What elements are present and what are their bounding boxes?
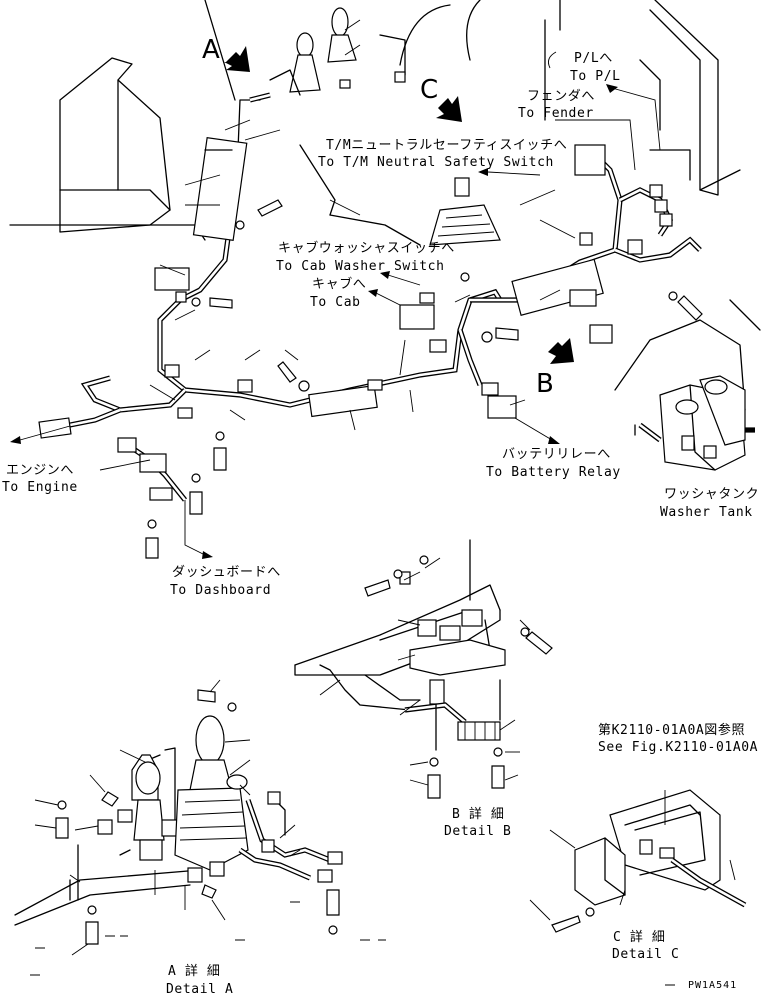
direction-arrows: [10, 51, 661, 559]
label-washer-tank-en: Washer Tank: [660, 505, 753, 520]
view-arrows: [224, 46, 574, 364]
label-pl-en: To P/L: [570, 69, 621, 84]
control-levers-top: [237, 7, 406, 151]
figure-code: PW1A541: [688, 980, 737, 991]
label-washer-tank-ja: ワッシャタンク: [664, 487, 759, 502]
shift-lever-boot: [429, 177, 501, 246]
label-detail-b-ja: B 詳 細: [452, 806, 504, 822]
view-a-label: A: [202, 35, 220, 65]
label-washer-switch-ja: キャブウォッシャスイッチへ: [278, 240, 455, 256]
detail-b-drawing: [294, 539, 553, 799]
label-fender-en: To Fender: [518, 106, 594, 121]
view-b-label: B: [536, 369, 554, 399]
detail-a-drawing: [14, 679, 675, 986]
bolts-main: [145, 199, 703, 559]
label-detail-c-ja: C 詳 細: [613, 929, 665, 945]
label-washer-switch-en: To Cab Washer Switch: [276, 259, 445, 274]
label-reference-en: See Fig.K2110-01A0A: [598, 740, 758, 755]
label-dashboard-ja: ダッシュボードへ: [172, 565, 281, 580]
label-cab-ja: キャブへ: [312, 276, 366, 292]
main-harness: [69, 92, 702, 502]
label-battery-ja: バッテリリレーへ: [502, 447, 611, 462]
label-detail-c-en: Detail C: [612, 947, 679, 962]
view-c-label: C: [420, 75, 438, 105]
label-detail-a-en: Detail A: [166, 982, 233, 995]
label-reference-ja: 第K2110-01A0A図参照: [598, 722, 745, 738]
label-tm-ja: T/Mニュートラルセーフティスイッチへ: [326, 138, 567, 153]
washer-tank: [614, 319, 755, 471]
label-engine-en: To Engine: [2, 480, 78, 495]
label-fender-ja: フェンダへ: [527, 89, 595, 104]
cab-outline: [9, 0, 761, 331]
label-battery-en: To Battery Relay: [486, 465, 621, 480]
leader-lines-main: [99, 19, 576, 471]
label-pl-ja: P/Lへ: [574, 51, 613, 66]
label-engine-ja: エンジンへ: [6, 463, 74, 478]
label-detail-b-en: Detail B: [444, 824, 511, 839]
label-detail-a-ja: A 詳 細: [168, 963, 220, 979]
label-tm-en: To T/M Neutral Safety Switch: [318, 155, 554, 170]
label-dashboard-en: To Dashboard: [170, 583, 271, 598]
detail-c-drawing: [529, 789, 747, 933]
harness-connectors: [38, 137, 673, 501]
label-cab-en: To Cab: [310, 295, 361, 310]
